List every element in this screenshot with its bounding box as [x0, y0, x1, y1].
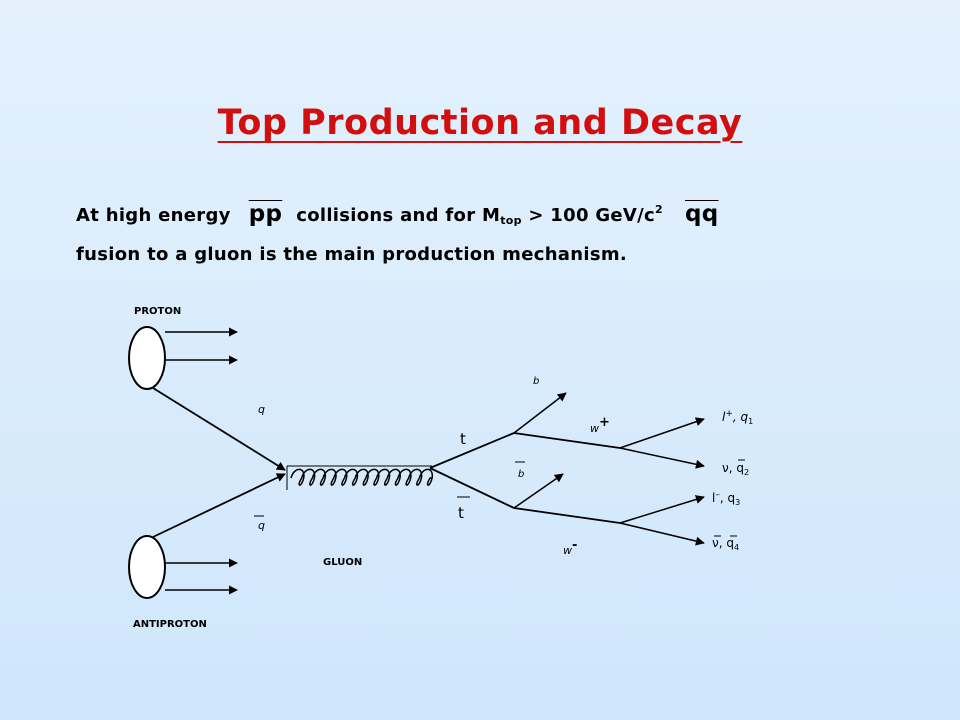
- c-squared-power: 2: [655, 203, 663, 216]
- antiproton-ellipse: [128, 535, 166, 599]
- pp-bar-symbol: pp: [248, 201, 283, 227]
- quark-label: q: [258, 403, 265, 416]
- wminus-decay-arrow-2: [619, 522, 705, 546]
- w-plus-label: w+: [590, 415, 610, 435]
- b-quark-arrow: [513, 392, 567, 434]
- antitop-line: [429, 467, 515, 509]
- antitop-label: t: [458, 504, 464, 522]
- proton-label: PROTON: [134, 306, 181, 317]
- gluon-propagator: [290, 468, 434, 486]
- wplus-decay-label-2: ν, q2: [722, 461, 749, 477]
- quark-line: [152, 387, 286, 471]
- w-minus-label: w-: [563, 538, 577, 557]
- slide-title: Top Production and Decay: [217, 103, 743, 143]
- antiproton-label: ANTIPROTON: [133, 619, 207, 630]
- line1-threshold: > 100 GeV/c: [521, 205, 655, 226]
- text-line-2: fusion to a gluon is the main production…: [76, 244, 628, 265]
- bbar-quark-arrow: [513, 473, 564, 509]
- w-plus-line: [513, 432, 621, 449]
- wplus-decay-label-1: l+, q1: [722, 409, 753, 426]
- b-label: b: [533, 376, 539, 387]
- qq-bar-symbol: qq: [684, 201, 719, 227]
- proton-ellipse: [128, 326, 166, 390]
- gluon-label: GLUON: [323, 557, 362, 568]
- wplus-decay-arrow-2: [619, 447, 705, 469]
- top-line: [429, 432, 515, 469]
- wminus-decay-label-1: l–, q3: [712, 490, 740, 507]
- antiquark-line: [152, 473, 286, 538]
- mass-subscript: top: [500, 214, 522, 227]
- bbar-label: b: [518, 469, 524, 480]
- wminus-decay-arrow-1: [619, 495, 705, 524]
- w-minus-line: [513, 507, 621, 524]
- line1-middle: collisions and for M: [296, 205, 501, 226]
- top-label: t: [460, 430, 466, 448]
- wplus-decay-arrow-1: [619, 417, 705, 449]
- line1-prefix: At high energy: [76, 205, 231, 226]
- wminus-decay-label-2: ν, q4: [712, 536, 739, 552]
- antiquark-label: q: [258, 519, 265, 532]
